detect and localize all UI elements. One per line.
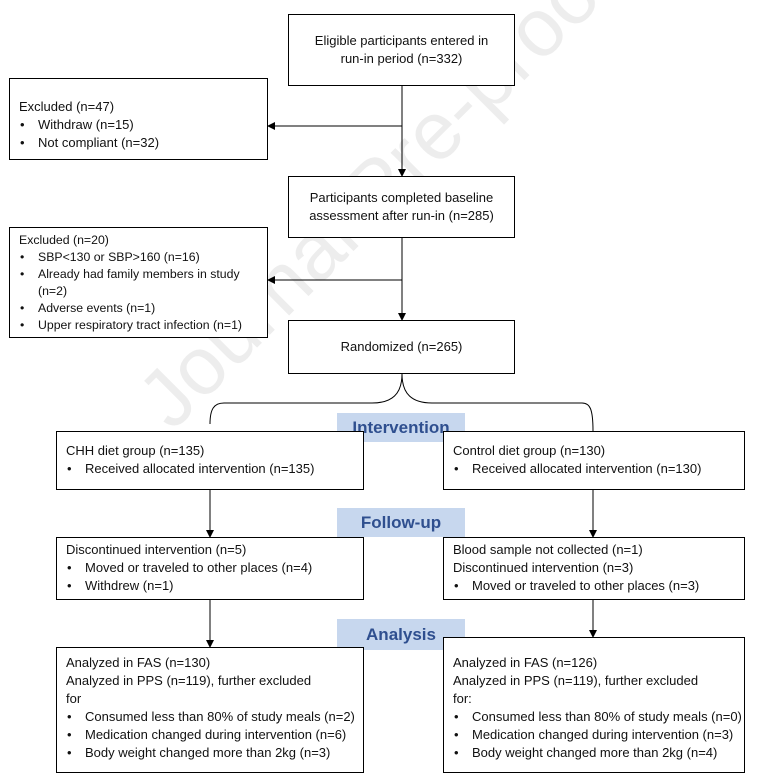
bullet-icon: • [20, 318, 25, 332]
list-item: • Received allocated intervention (n=130) [453, 460, 736, 478]
list-item-text: Adverse events (n=1) [38, 301, 156, 315]
bullet-icon: • [20, 301, 25, 315]
box-text-line: Analyzed in FAS (n=126) [453, 655, 598, 670]
list-item: • Withdrew (n=1) [66, 577, 355, 595]
bullet-icon: • [67, 727, 72, 742]
exclusion-list: • SBP<130 or SBP>160 (n=16) • Already had … [19, 249, 259, 334]
list-item-text: SBP<130 or SBP>160 (n=16) [38, 250, 200, 264]
box-text-line: Analyzed in PPS (n=119), further exclude… [453, 673, 699, 688]
bullet-icon: • [20, 250, 25, 264]
bullet-icon: • [20, 135, 25, 150]
bullet-icon: • [454, 727, 459, 742]
box-text-line: run-in period (n=332) [340, 51, 463, 66]
list-item-text: Moved or traveled to other places (n=3) [472, 578, 700, 593]
list-item: • Consumed less than 80% of study meals (… [66, 708, 355, 726]
list-item: • Body weight changed more than 2kg (n=4) [453, 744, 736, 762]
list-item-text: Already had family members in study (n=2… [38, 267, 240, 298]
bullet-icon: • [67, 578, 72, 593]
enrollment-box: Eligible participants entered in run-in … [288, 14, 515, 86]
box-text-line: Analyzed in PPS (n=119), further exclude… [66, 673, 312, 688]
list-item-text: Body weight changed more than 2kg (n=4) [472, 745, 718, 760]
box-text-line: Analyzed in FAS (n=130) [66, 655, 211, 670]
discontinuation-list: • Moved or traveled to other places (n=3) [453, 577, 736, 595]
list-item: • Withdraw (n=15) [19, 116, 259, 134]
bullet-icon: • [67, 560, 72, 575]
list-item-text: Medication changed during intervention (… [85, 727, 347, 742]
list-item-text: Consumed less than 80% of study meals (n… [85, 709, 355, 724]
excluded-baseline-box: Excluded (n=20) • SBP<130 or SBP>160 (n=1… [9, 227, 268, 338]
phase-label-followup: Follow-up [337, 508, 465, 537]
box-text-line: for [66, 691, 82, 706]
box-text-line: Randomized (n=265) [340, 339, 463, 354]
control-followup-box: Blood sample not collected (n=1) Discont… [443, 537, 745, 600]
box-title: Control diet group (n=130) [453, 443, 606, 458]
list-item: • Not compliant (n=32) [19, 134, 259, 152]
chh-group-box: CHH diet group (n=135) • Received allocat… [56, 431, 364, 490]
list-item: • Consumed less than 80% of study meals (… [453, 708, 742, 726]
box-text-line: Discontinued intervention (n=3) [453, 560, 634, 575]
chh-analysis-box: Analyzed in FAS (n=130) Analyzed in PPS … [56, 647, 364, 773]
box-title: Excluded (n=47) [19, 99, 115, 114]
baseline-box: Participants completed baseline assessme… [288, 176, 515, 238]
list-item: • Body weight changed more than 2kg (n=3) [66, 744, 355, 762]
bullet-icon: • [454, 745, 459, 760]
list-item-text: Medication changed during intervention (… [472, 727, 734, 742]
allocation-list: • Received allocated intervention (n=135) [66, 460, 355, 478]
box-text-line: for: [453, 691, 472, 706]
list-item: • Moved or traveled to other places (n=3) [453, 577, 736, 595]
list-item-text: Withdraw (n=15) [38, 117, 134, 132]
bullet-icon: • [67, 745, 72, 760]
list-item-text: Moved or traveled to other places (n=4) [85, 560, 313, 575]
box-title: Discontinued intervention (n=5) [66, 542, 247, 557]
list-item: • SBP<130 or SBP>160 (n=16) [19, 249, 259, 266]
list-item: • Already had family members in study (n=… [19, 266, 258, 300]
box-title: Excluded (n=20) [19, 233, 109, 247]
list-item: • Upper respiratory tract infection (n=1) [19, 317, 259, 334]
list-item-text: Not compliant (n=32) [38, 135, 160, 150]
bullet-icon: • [67, 709, 72, 724]
list-item: • Medication changed during intervention … [453, 726, 736, 744]
list-item: • Medication changed during intervention … [66, 726, 355, 744]
control-group-box: Control diet group (n=130) • Received all… [443, 431, 745, 490]
box-text-line: assessment after run-in (n=285) [309, 208, 494, 223]
list-item-text: Withdrew (n=1) [85, 578, 174, 593]
list-item: • Adverse events (n=1) [19, 300, 259, 317]
pps-exclusion-list: • Consumed less than 80% of study meals (… [453, 708, 742, 762]
excluded-runin-box: Excluded (n=47) • Withdraw (n=15) • Not co… [9, 78, 268, 160]
allocation-list: • Received allocated intervention (n=130) [453, 460, 736, 478]
bullet-icon: • [20, 117, 25, 132]
box-text-line: Eligible participants entered in [314, 33, 489, 48]
bullet-icon: • [454, 709, 459, 724]
brace-split [209, 373, 594, 432]
exclusion-list: • Withdraw (n=15) • Not compliant (n=32) [19, 116, 259, 152]
box-text-line: Blood sample not collected (n=1) [453, 542, 643, 557]
randomized-box: Randomized (n=265) [288, 320, 515, 374]
list-item-text: Body weight changed more than 2kg (n=3) [85, 745, 331, 760]
chh-followup-box: Discontinued intervention (n=5) • Moved o… [56, 537, 364, 600]
list-item: • Moved or traveled to other places (n=4) [66, 559, 355, 577]
bullet-icon: • [454, 461, 459, 476]
control-analysis-box: Analyzed in FAS (n=126) Analyzed in PPS … [443, 637, 745, 773]
bullet-icon: • [67, 461, 72, 476]
box-title: CHH diet group (n=135) [66, 443, 205, 458]
list-item-text: Received allocated intervention (n=130) [472, 461, 702, 476]
bullet-icon: • [20, 267, 25, 281]
box-text-line: Participants completed baseline [309, 190, 494, 205]
list-item: • Received allocated intervention (n=135) [66, 460, 355, 478]
list-item-text: Consumed less than 80% of study meals (n… [472, 709, 742, 724]
bullet-icon: • [454, 578, 459, 593]
list-item-text: Upper respiratory tract infection (n=1) [38, 318, 243, 332]
pps-exclusion-list: • Consumed less than 80% of study meals (… [66, 708, 355, 762]
discontinuation-list: • Moved or traveled to other places (n=4)… [66, 559, 355, 595]
list-item-text: Received allocated intervention (n=135) [85, 461, 315, 476]
